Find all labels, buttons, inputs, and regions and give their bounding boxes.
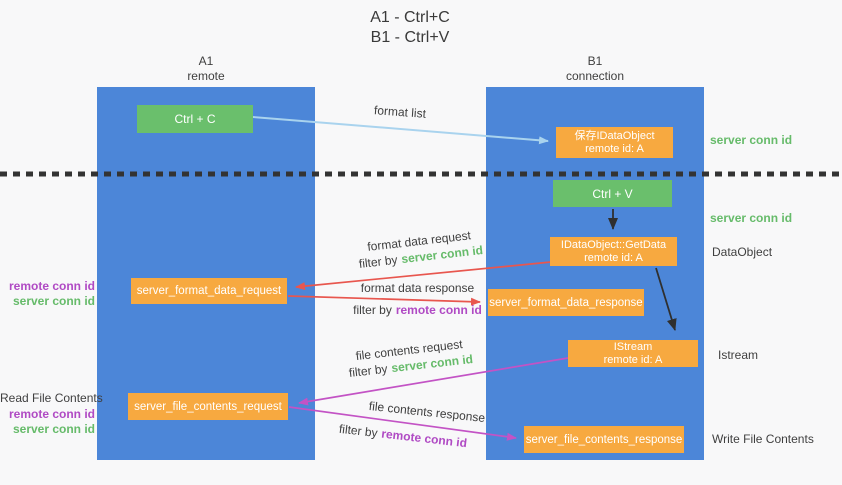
- istream-side-label: Istream: [718, 348, 759, 362]
- istream-line2: remote id: A: [603, 353, 663, 366]
- lifeline-b-role: connection: [565, 69, 625, 83]
- remote-conn-id-label: remote conn id: [8, 279, 95, 293]
- left-conn-id-labels-top: remote conn id server conn id: [0, 279, 95, 309]
- lifeline-b-header: B1 connection: [486, 54, 704, 84]
- istream-node: IStream remote id: A: [568, 340, 698, 367]
- server-conn-id-label: server conn id: [12, 422, 95, 436]
- format-data-response-text: format data response: [360, 281, 475, 295]
- left-conn-id-labels-bottom: remote conn id server conn id: [0, 407, 95, 437]
- read-file-contents-label: Read File Contents: [0, 391, 103, 405]
- remote-conn-id-text: remote conn id: [395, 303, 482, 317]
- ctrl-c-label: Ctrl + C: [174, 112, 216, 126]
- filter-by-text: filter by: [353, 303, 392, 317]
- ctrl-v-label: Ctrl + V: [592, 186, 633, 201]
- server-file-contents-request-node: server_file_contents_request: [128, 393, 288, 420]
- server-format-data-request-label: server_format_data_request: [136, 285, 282, 297]
- lifeline-a-name: A1: [198, 54, 214, 68]
- server-format-data-request-node: server_format_data_request: [131, 278, 287, 304]
- server-file-contents-response-label: server_file_contents_response: [525, 433, 683, 446]
- server-format-data-response-node: server_format_data_response: [488, 289, 644, 316]
- filter-by-text: filter by: [338, 421, 379, 441]
- server-format-data-response-label: server_format_data_response: [489, 296, 643, 309]
- save-idataobject-node: 保存IDataObject remote id: A: [556, 127, 673, 158]
- remote-conn-id-label: remote conn id: [8, 407, 95, 421]
- save-idataobject-line2: remote id: A: [585, 142, 644, 155]
- lifeline-b-name: B1: [587, 54, 603, 68]
- title-line-2: B1 - Ctrl+V: [370, 29, 450, 46]
- server-file-contents-response-node: server_file_contents_response: [524, 426, 684, 453]
- server-conn-id-label-mid: server conn id: [710, 211, 793, 225]
- save-idataobject-line1: 保存IDataObject: [574, 129, 655, 142]
- getdata-line2: remote id: A: [584, 251, 643, 264]
- server-conn-id-label-top: server conn id: [710, 133, 793, 147]
- diagram-title: A1 - Ctrl+C B1 - Ctrl+V: [0, 8, 820, 48]
- lifeline-a-header: A1 remote: [97, 54, 315, 84]
- title-line-1: A1 - Ctrl+C: [370, 9, 450, 26]
- remote-conn-id-text: remote conn id: [380, 426, 468, 451]
- format-list-label: format list: [373, 103, 427, 121]
- idataobject-getdata-node: IDataObject::GetData remote id: A: [550, 237, 677, 266]
- ctrl-c-node: Ctrl + C: [137, 105, 253, 133]
- write-file-contents-label: Write File Contents: [712, 432, 814, 446]
- server-file-contents-request-label: server_file_contents_request: [134, 400, 282, 413]
- getdata-line1: IDataObject::GetData: [560, 238, 667, 251]
- filter-by-text: filter by: [358, 252, 399, 271]
- filter-by-text: filter by: [348, 361, 389, 380]
- istream-line1: IStream: [613, 340, 653, 353]
- dataobject-label: DataObject: [712, 245, 773, 259]
- ctrl-v-node: Ctrl + V: [553, 180, 672, 207]
- lifeline-a-role: remote: [187, 69, 225, 83]
- server-conn-id-label: server conn id: [12, 294, 95, 308]
